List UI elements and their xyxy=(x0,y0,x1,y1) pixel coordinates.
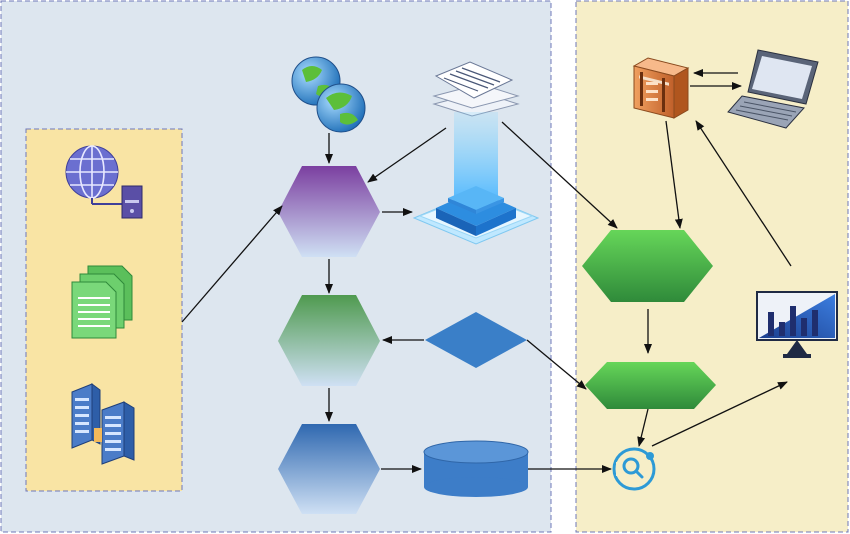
arrow-docs-to-right-hexagon xyxy=(501,121,618,229)
arrow-docs-to-purple xyxy=(367,127,447,183)
hexagon-bright-green-2 xyxy=(585,362,716,409)
arrow-monitor-to-rack xyxy=(695,120,792,267)
monitor-chart-icon xyxy=(756,291,838,358)
globes-icon xyxy=(291,56,366,133)
hexagon-blue xyxy=(278,424,380,514)
hexagon-purple xyxy=(278,166,380,257)
diamond xyxy=(425,312,527,368)
server-rack-icon xyxy=(632,57,690,119)
connectors xyxy=(181,69,792,473)
laptop-icon xyxy=(727,49,819,129)
search-analytics-icon xyxy=(612,447,656,491)
database xyxy=(423,440,529,497)
hexagon-bright-green-1 xyxy=(582,230,713,302)
chip-icon xyxy=(412,112,540,245)
arrow-hexagon2-to-search xyxy=(637,408,649,447)
server-buildings-icon xyxy=(71,383,135,465)
documents-icon xyxy=(71,265,133,339)
hexagon-green xyxy=(278,295,380,386)
arrow-search-to-monitor xyxy=(651,381,788,447)
arrow-rack-to-hexagon1 xyxy=(665,120,683,229)
document-stack-icon xyxy=(432,61,520,117)
globe-server-icon xyxy=(65,145,143,219)
arrow-left-to-purple xyxy=(181,205,283,323)
arrow-diamond-to-right-hexagon-2 xyxy=(526,339,587,390)
